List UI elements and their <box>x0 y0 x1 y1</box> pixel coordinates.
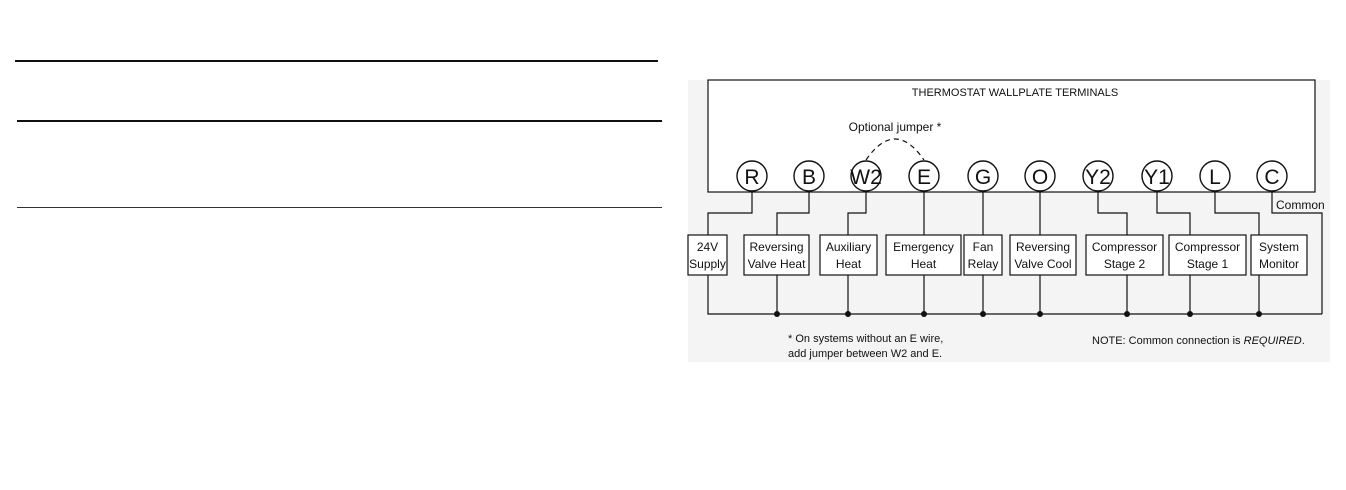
note-text: NOTE: Common connection is REQUIRED. <box>1092 335 1305 347</box>
common-bus <box>707 275 1322 315</box>
terminal-letter: Y1 <box>1144 166 1170 189</box>
terminal-letter: G <box>975 166 991 189</box>
terminal-r: R <box>736 160 768 192</box>
terminal-letter: Y2 <box>1085 166 1111 189</box>
device-label-line-1: Emergency <box>893 240 954 254</box>
wire-w2 <box>847 192 867 235</box>
junction-dot <box>1256 311 1262 317</box>
device-label-line-2: Valve Heat <box>748 257 806 271</box>
terminal-b: B <box>793 160 825 192</box>
junction-dot <box>845 311 851 317</box>
junction-dot <box>921 311 927 317</box>
device-label-line-2: Supply <box>689 257 726 271</box>
horizontal-rule-middle <box>17 120 662 122</box>
terminal-y1: Y1 <box>1141 160 1173 192</box>
terminal-letter: W2 <box>850 166 882 189</box>
device-label-line-1: Reversing <box>1016 240 1070 254</box>
terminal-w2: W2 <box>850 160 882 192</box>
terminal-l: L <box>1199 160 1231 192</box>
device-label-line-1: Compressor <box>1092 240 1157 254</box>
terminal-letter: E <box>917 166 931 189</box>
device-label-line-1: Reversing <box>749 240 803 254</box>
device-label-line-1: Auxiliary <box>826 240 871 254</box>
device-box: 24V Supply <box>687 234 728 276</box>
wire-l <box>1214 192 1260 235</box>
terminal-letter: R <box>744 166 759 189</box>
junction-dot <box>1037 311 1043 317</box>
junction-dot <box>980 311 986 317</box>
optional-jumper-arc <box>865 138 925 161</box>
wire-b <box>776 192 810 235</box>
horizontal-rule-bottom <box>17 207 662 208</box>
device-label-line-2: Stage 1 <box>1187 257 1229 271</box>
terminal-c: C <box>1256 160 1288 192</box>
device-label-line-2: Heat <box>836 257 862 271</box>
device-label-line-2: Relay <box>968 257 999 271</box>
device-label-line-2: Monitor <box>1259 257 1299 271</box>
terminal-o: O <box>1024 160 1056 192</box>
device-label-line-2: Valve Cool <box>1014 257 1071 271</box>
device-label-line-2: Heat <box>911 257 937 271</box>
device-label-line-1: Fan <box>973 240 994 254</box>
junction-dot <box>774 311 780 317</box>
wire-y1 <box>1156 192 1191 235</box>
terminal-e: E <box>908 160 940 192</box>
terminal-y2: Y2 <box>1082 160 1114 192</box>
wallplate-title: THERMOSTAT WALLPLATE TERMINALS <box>912 87 1118 99</box>
footnote-line-2: add jumper between W2 and E. <box>788 348 942 360</box>
terminal-letter: C <box>1264 166 1279 189</box>
footnote-line-1: * On systems without an E wire, <box>788 333 943 345</box>
junction-dot <box>1124 311 1130 317</box>
wire-r <box>707 192 753 235</box>
device-label-line-1: Compressor <box>1175 240 1240 254</box>
terminal-letter: L <box>1209 166 1221 189</box>
terminal-g: G <box>967 160 999 192</box>
device-label-line-1: System <box>1259 240 1299 254</box>
device-label-line-1: 24V <box>697 240 718 254</box>
common-label: Common <box>1276 198 1325 212</box>
device-label-line-2: Stage 2 <box>1104 257 1146 271</box>
jumper-label: Optional jumper * <box>849 120 942 134</box>
wire-c <box>1271 192 1323 314</box>
wire-y2 <box>1097 192 1128 235</box>
terminal-letter: O <box>1032 166 1048 189</box>
terminal-letter: B <box>802 166 816 189</box>
junction-dot <box>1187 311 1193 317</box>
horizontal-rule-top <box>15 60 658 62</box>
